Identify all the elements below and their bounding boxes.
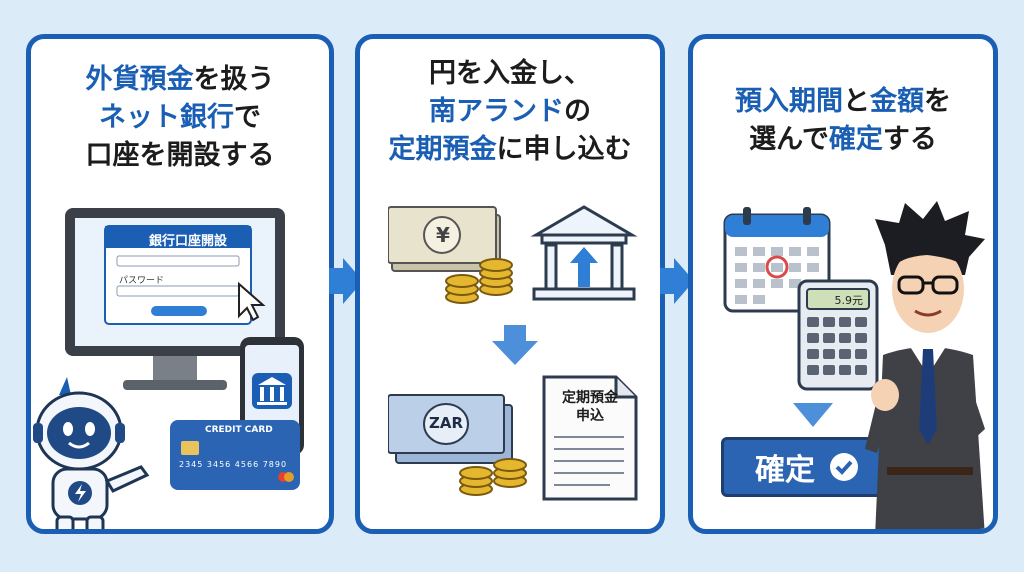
confirm-button[interactable]: 確定 — [721, 437, 893, 497]
calculator-display: 5.9元 — [834, 294, 864, 307]
zar-label: ZAR — [428, 414, 464, 432]
step-2-title: 円を入金し、 南アランドの 定期預金に申し込む — [388, 58, 632, 165]
robot-mascot-illustration — [33, 377, 150, 529]
businessman-illustration — [865, 201, 985, 529]
monitor-illustration — [65, 208, 285, 390]
password-label: パスワード — [119, 276, 165, 286]
step-1-title: 外貨預金を扱う ネット銀行で 口座を開設する — [85, 64, 275, 171]
card-number: 2345 3456 4566 7890 — [179, 460, 288, 469]
calculator-icon — [797, 279, 879, 391]
card-brand-label: CREDIT CARD — [205, 425, 273, 435]
yen-symbol: ¥ — [436, 223, 450, 247]
down-arrow-icon — [492, 325, 538, 365]
credit-card-illustration — [170, 420, 300, 490]
step-1-panel: 外貨預金を扱う ネット銀行で 口座を開設する 銀行口座開設 パスワード — [26, 34, 334, 534]
step-arrow-1-icon — [329, 258, 363, 304]
application-document-text: 定期預金 申込 — [562, 390, 618, 424]
step-arrow-2-icon — [660, 258, 694, 304]
form-title: 銀行口座開設 — [148, 234, 227, 249]
yen-cash-illustration — [388, 206, 513, 304]
step-3-panel: 預入期間と金額を 選んで確定する 5.9元 確定 — [688, 34, 998, 534]
down-triangle-icon — [793, 403, 833, 427]
step-2-panel: 円を入金し、 南アランドの 定期預金に申し込む ¥ ZAR — [355, 34, 665, 534]
application-document-illustration — [542, 375, 638, 501]
check-circle-icon — [830, 453, 858, 481]
bank-building-icon — [530, 205, 638, 301]
confirm-button-label: 確定 — [755, 453, 815, 488]
step-3-title: 預入期間と金額を 選んで確定する — [735, 86, 951, 155]
zar-cash-illustration — [388, 394, 527, 496]
